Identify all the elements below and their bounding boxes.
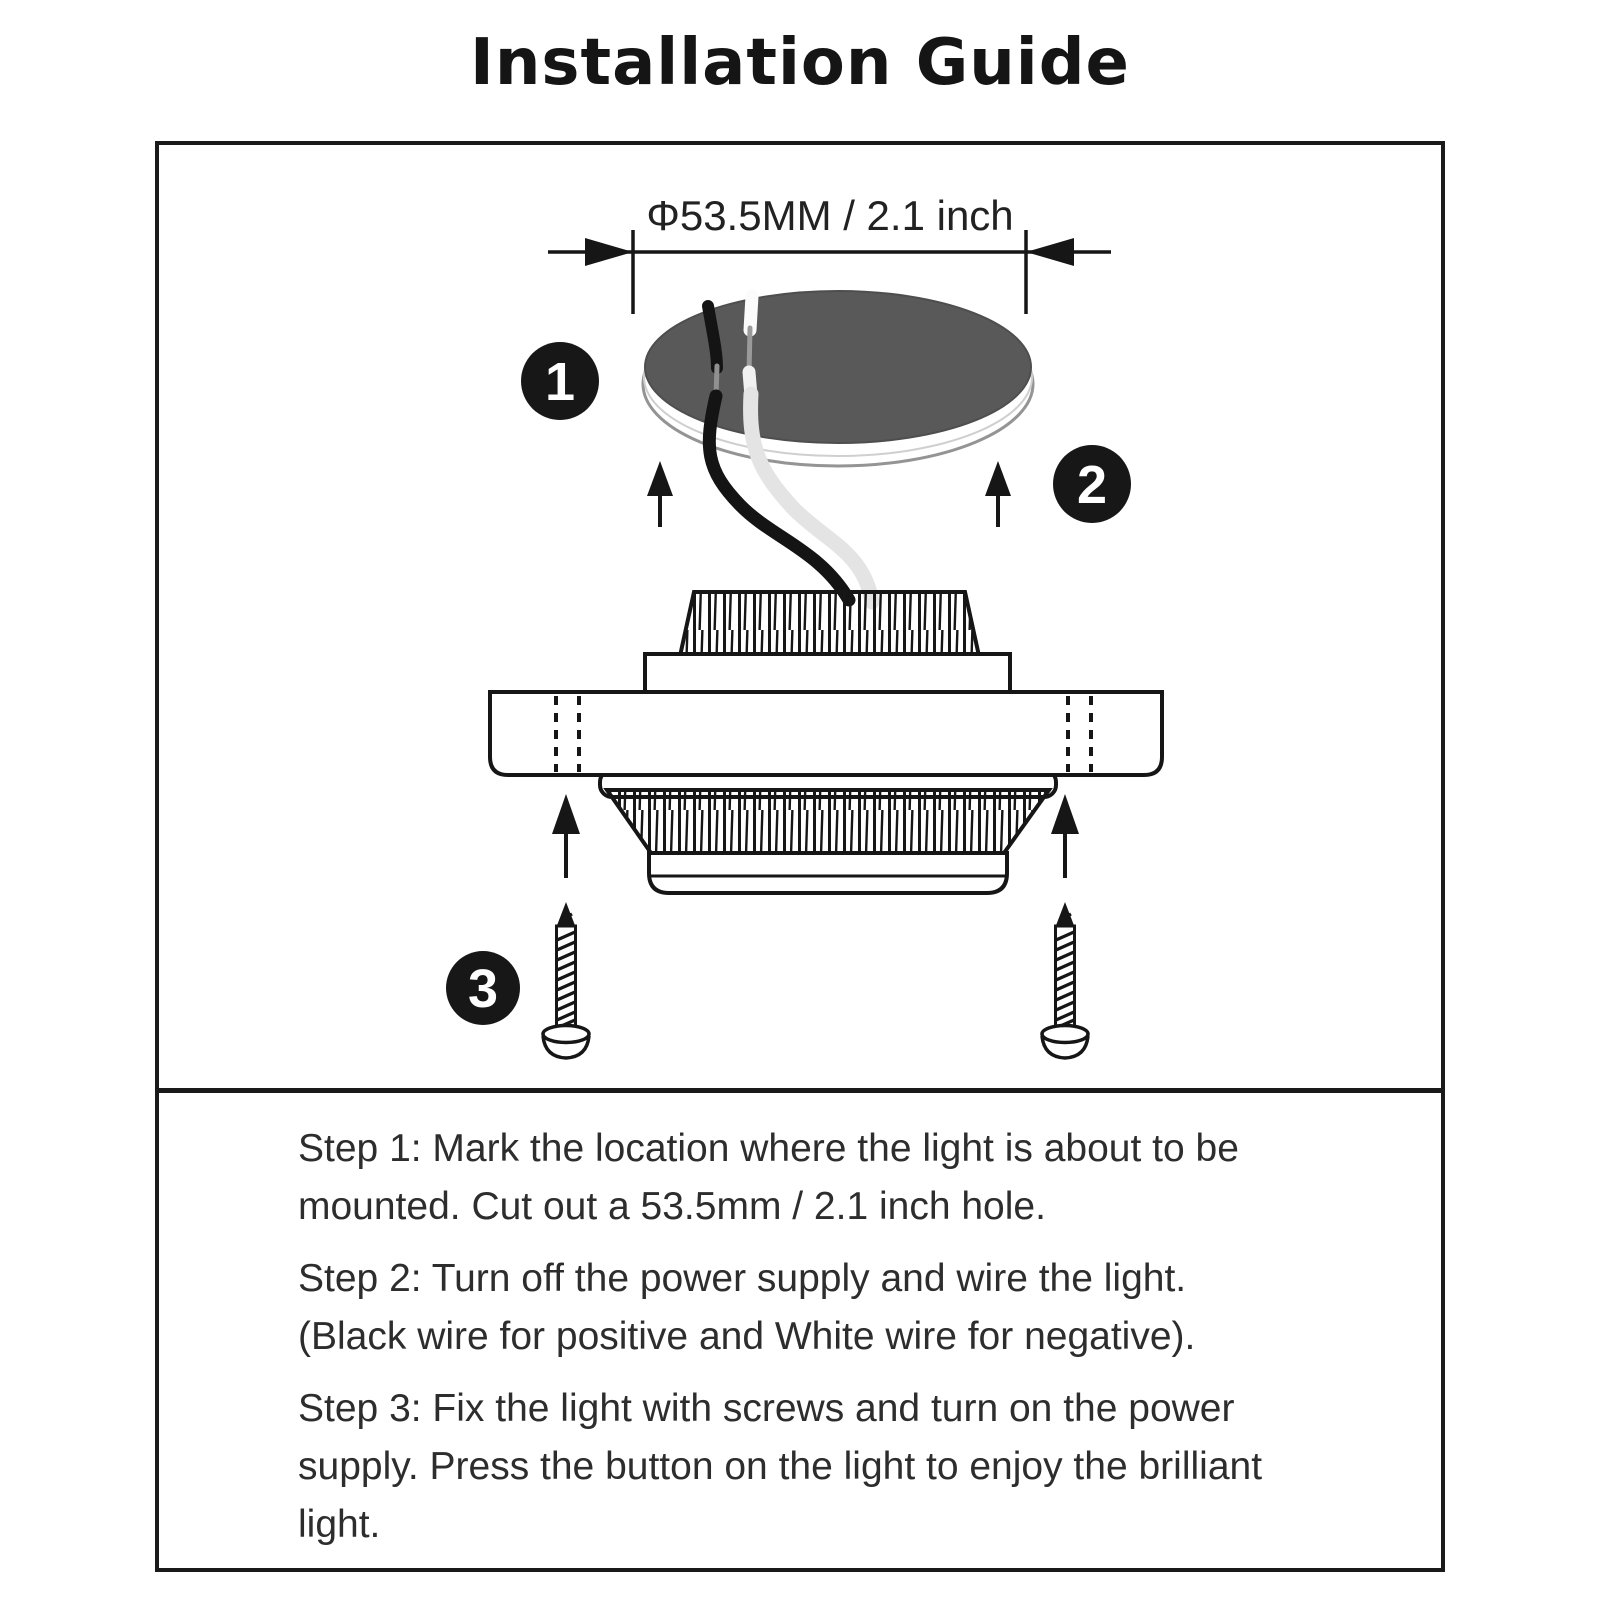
step-3-text: Step 3: Fix the light with screws and tu… — [298, 1380, 1438, 1554]
page-title: Installation Guide — [470, 26, 1130, 100]
step-line: Step 3: Fix the light with screws and tu… — [298, 1387, 1235, 1430]
step-line: mounted. Cut out a 53.5mm / 2.1 inch hol… — [298, 1185, 1046, 1228]
step-line: Step 1: Mark the location where the ligh… — [298, 1127, 1239, 1170]
step-line: (Black wire for positive and White wire … — [298, 1315, 1196, 1358]
step-line: light. — [298, 1503, 381, 1546]
step-1-text: Step 1: Mark the location where the ligh… — [298, 1120, 1438, 1236]
step-2-text: Step 2: Turn off the power supply and wi… — [298, 1250, 1438, 1366]
instructions-panel — [155, 1089, 1445, 1572]
step-line: Step 2: Turn off the power supply and wi… — [298, 1257, 1187, 1300]
instruction-steps: Step 1: Mark the location where the ligh… — [298, 1120, 1438, 1554]
step-line: supply. Press the button on the light to… — [298, 1445, 1263, 1488]
diagram-panel — [155, 141, 1445, 1092]
